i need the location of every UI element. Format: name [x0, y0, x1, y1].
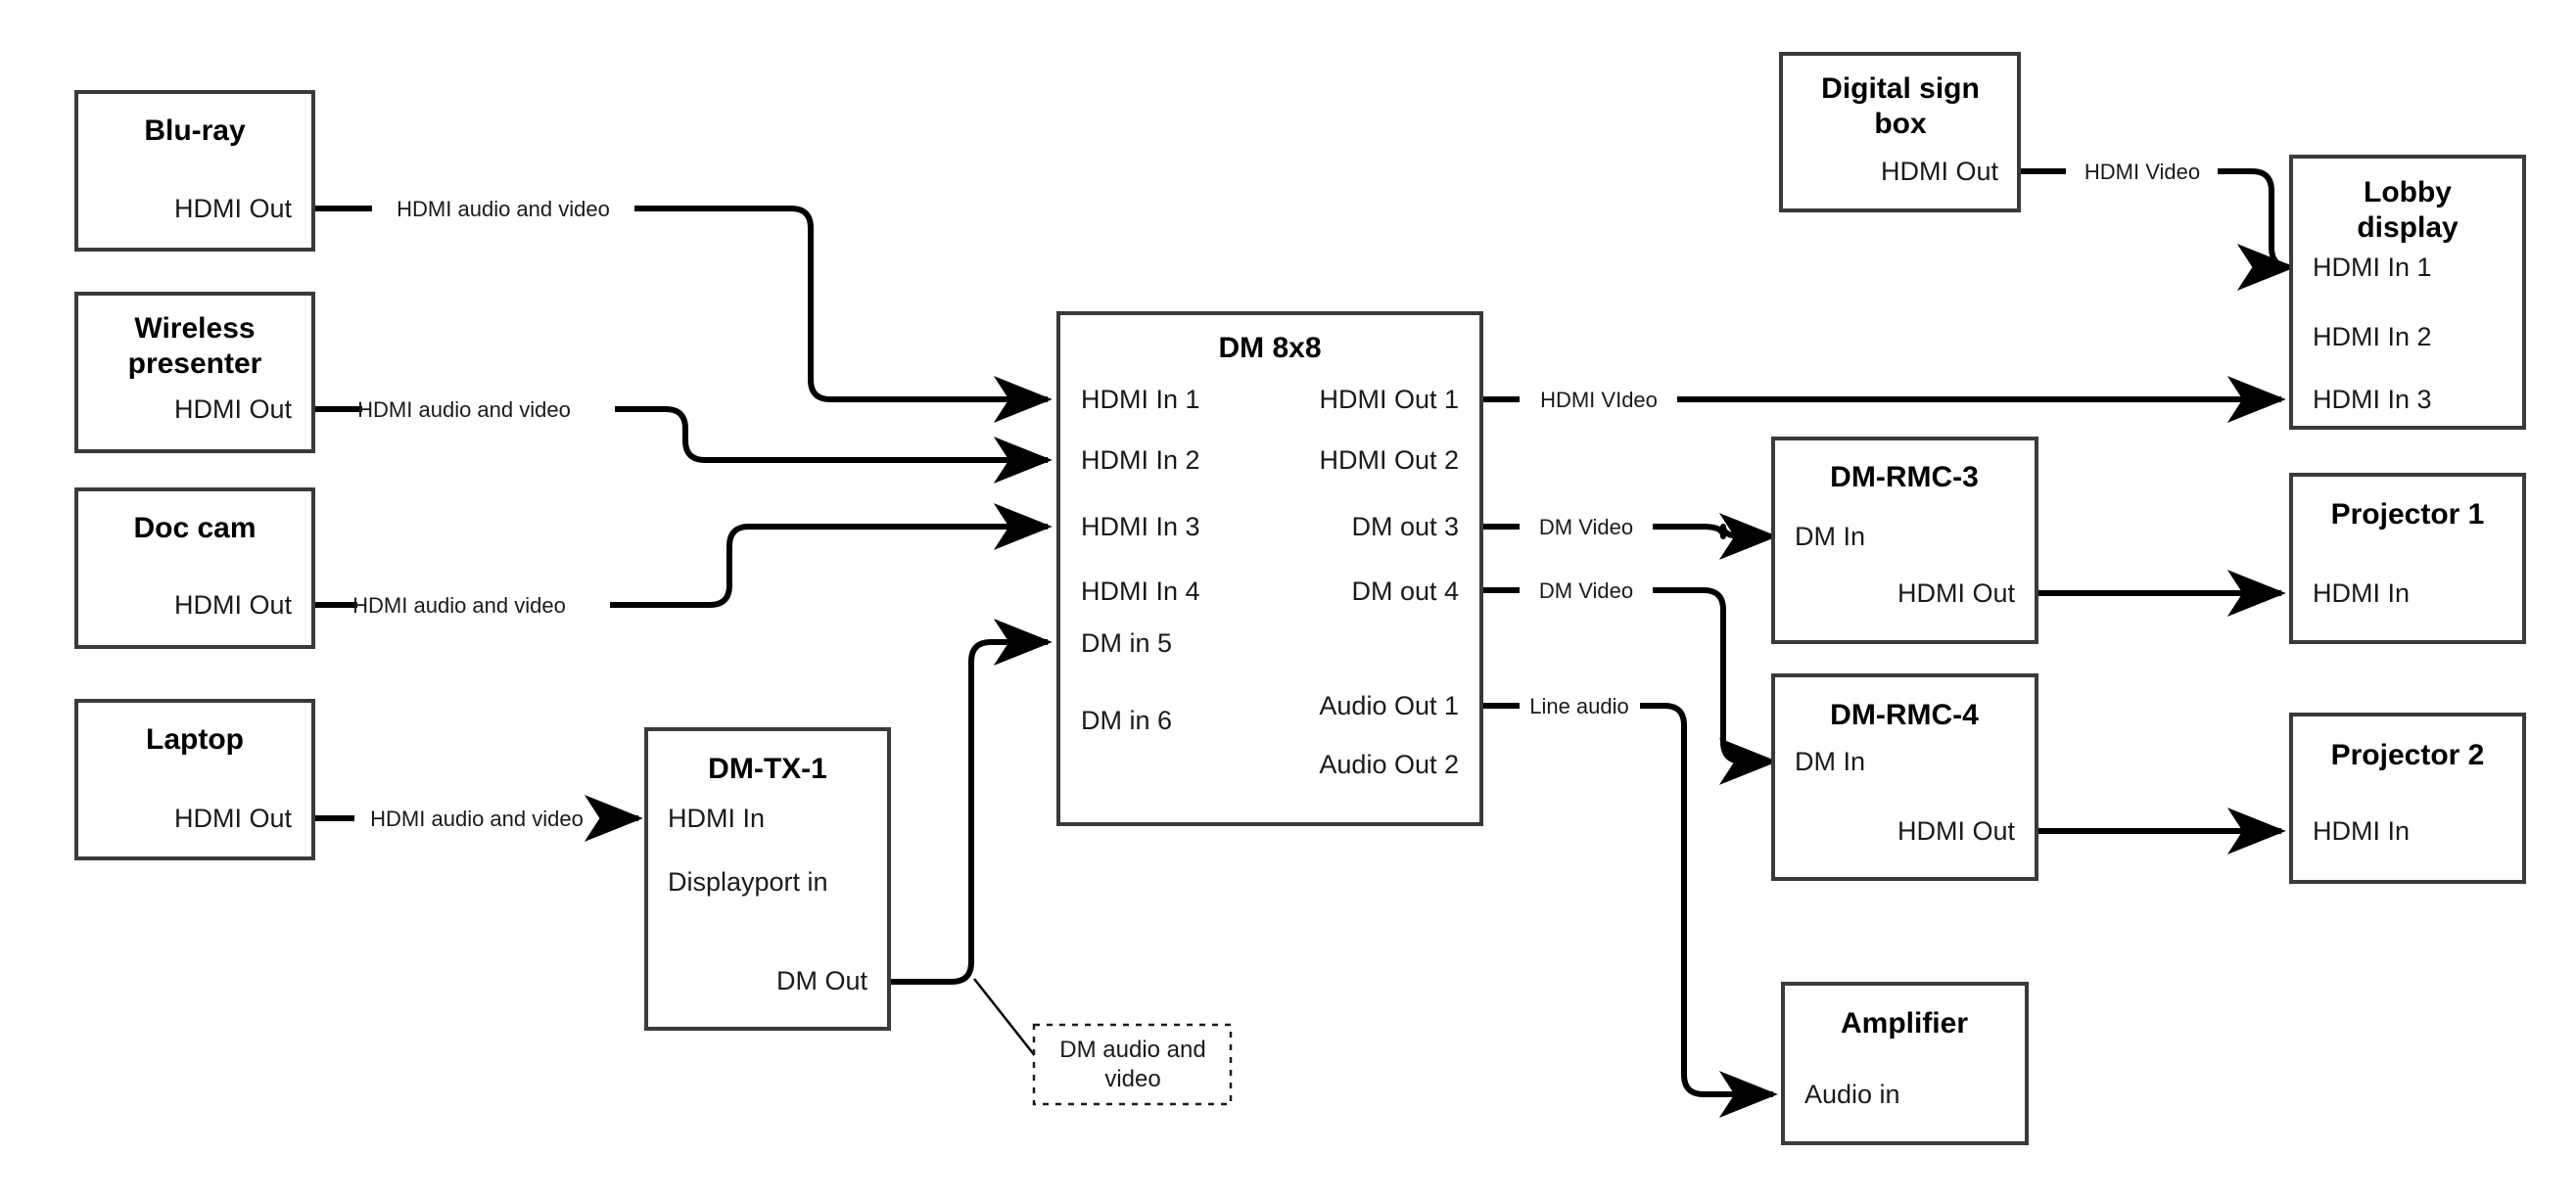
- wire-wireless-to-dm8x8: HDMI audio and video: [313, 397, 1053, 484]
- node-dm-rmc-4-port-hdmi-out: HDMI Out: [1897, 816, 2016, 846]
- node-doc-cam-port-hdmi-out: HDMI Out: [174, 590, 293, 620]
- node-dm-8x8-port-hdmi-in-2: HDMI In 2: [1081, 445, 1200, 475]
- node-dm-rmc-3-port-dm-in: DM In: [1795, 522, 1865, 551]
- node-laptop-title: Laptop: [146, 723, 244, 756]
- node-digital-sign-box-title-line2: box: [1874, 108, 1927, 140]
- wire-signbox-to-lobby: HDMI Video: [2019, 160, 2296, 291]
- node-doc-cam-title: Doc cam: [133, 512, 256, 544]
- node-lobby-display-title-line2: display: [2357, 211, 2459, 244]
- node-dm-8x8-port-hdmi-out-2: HDMI Out 2: [1319, 445, 1459, 475]
- node-dm-8x8-port-dm-out-4: DM out 4: [1351, 577, 1459, 606]
- wire-doccam-to-dm8x8: HDMI audio and video: [313, 503, 1053, 618]
- node-dm-tx-1-port-hdmi-in: HDMI In: [668, 804, 765, 833]
- node-projector-1[interactable]: Projector 1 HDMI In: [2289, 473, 2526, 644]
- wire-dm8x8-out1-to-lobby: HDMI VIdeo: [1481, 376, 2286, 423]
- edge-label-dm-out3: DM Video: [1539, 515, 1633, 539]
- node-wireless-presenter-title-line1: Wireless: [134, 312, 255, 345]
- node-bluray-port-hdmi-out: HDMI Out: [174, 194, 293, 223]
- node-dm-8x8-port-audio-out-1: Audio Out 1: [1319, 691, 1459, 720]
- wire-dmtx1-to-dm8x8: [889, 619, 1053, 1063]
- edge-label-wireless: HDMI audio and video: [357, 397, 571, 422]
- wire-dm8x8-audio-to-amplifier: Line audio: [1481, 694, 1778, 1118]
- node-digital-sign-box-title-line1: Digital sign: [1821, 72, 1980, 105]
- wire-dm8x8-out4-to-rmc4: DM Video: [1481, 578, 1778, 785]
- node-lobby-display[interactable]: Lobby display HDMI In 1 HDMI In 2 HDMI I…: [2289, 155, 2526, 430]
- node-bluray-title: Blu-ray: [144, 115, 246, 147]
- node-wireless-presenter[interactable]: Wireless presenter HDMI Out: [74, 292, 315, 453]
- node-dm-rmc-3-box[interactable]: [1771, 437, 2038, 644]
- edge-label-doccam: HDMI audio and video: [352, 593, 566, 618]
- callout-dm-audio-and-video-line2: video: [1104, 1066, 1160, 1092]
- edge-label-dm-out1: HDMI VIdeo: [1540, 388, 1658, 412]
- node-dm-8x8-port-audio-out-2: Audio Out 2: [1319, 750, 1459, 779]
- wire-bluray-to-dm8x8: HDMI audio and video: [313, 197, 1053, 423]
- edge-label-line-audio: Line audio: [1529, 694, 1629, 718]
- node-lobby-display-box[interactable]: [2289, 155, 2526, 430]
- node-dm-8x8-port-hdmi-in-1: HDMI In 1: [1081, 385, 1200, 414]
- node-dm-8x8-port-dm-in-6: DM in 6: [1081, 706, 1172, 735]
- edge-label-laptop: HDMI audio and video: [370, 807, 584, 831]
- node-projector-2-port-hdmi-in: HDMI In: [2313, 816, 2410, 846]
- node-wireless-presenter-port-hdmi-out: HDMI Out: [174, 394, 293, 424]
- node-laptop-port-hdmi-out: HDMI Out: [174, 804, 293, 833]
- node-amplifier-port-audio-in: Audio in: [1804, 1080, 1900, 1109]
- node-bluray[interactable]: Blu-ray HDMI Out: [74, 90, 315, 252]
- node-dm-8x8-port-hdmi-in-3: HDMI In 3: [1081, 512, 1200, 541]
- node-dm-8x8-port-dm-out-3: DM out 3: [1351, 512, 1459, 541]
- node-dm-rmc-3-port-hdmi-out: HDMI Out: [1897, 578, 2016, 608]
- node-projector-1-title: Projector 1: [2331, 498, 2485, 531]
- node-digital-sign-box-box[interactable]: [1779, 52, 2021, 212]
- node-digital-sign-box-port-hdmi-out: HDMI Out: [1881, 157, 1999, 186]
- node-dm-8x8-port-hdmi-out-1: HDMI Out 1: [1319, 385, 1459, 414]
- node-dm-rmc-4[interactable]: DM-RMC-4 DM In HDMI Out: [1771, 673, 2038, 881]
- node-amplifier-title: Amplifier: [1841, 1007, 1968, 1039]
- node-dm-rmc-3-title: DM-RMC-3: [1830, 461, 1979, 493]
- wire-laptop-to-dmtx1: HDMI audio and video: [313, 795, 643, 842]
- node-dm-8x8-port-dm-in-5: DM in 5: [1081, 628, 1172, 658]
- node-dm-8x8-title: DM 8x8: [1218, 332, 1321, 364]
- node-doc-cam[interactable]: Doc cam HDMI Out: [74, 487, 315, 649]
- node-digital-sign-box[interactable]: Digital sign box HDMI Out: [1779, 52, 2021, 212]
- node-dm-tx-1-title: DM-TX-1: [708, 753, 827, 785]
- node-laptop-box[interactable]: [74, 699, 315, 860]
- node-doc-cam-box[interactable]: [74, 487, 315, 649]
- node-wireless-presenter-box[interactable]: [74, 292, 315, 453]
- node-lobby-display-port-hdmi-in-2: HDMI In 2: [2313, 322, 2432, 351]
- node-dm-tx-1-port-dm-out: DM Out: [776, 966, 868, 995]
- callout-dm-audio-and-video-line1: DM audio and: [1059, 1037, 1205, 1063]
- node-laptop[interactable]: Laptop HDMI Out: [74, 699, 315, 860]
- callout-dm-audio-and-video: DM audio and video: [1032, 1023, 1233, 1106]
- node-projector-1-box[interactable]: [2289, 473, 2526, 644]
- node-dm-tx-1-box[interactable]: [644, 727, 891, 1031]
- node-dm-rmc-4-port-dm-in: DM In: [1795, 747, 1865, 776]
- node-dm-tx-1-port-displayport-in: Displayport in: [668, 867, 828, 897]
- node-projector-1-port-hdmi-in: HDMI In: [2313, 578, 2410, 608]
- node-lobby-display-port-hdmi-in-3: HDMI In 3: [2313, 385, 2432, 414]
- node-dm-8x8-port-hdmi-in-4: HDMI In 4: [1081, 577, 1200, 606]
- node-dm-rmc-4-box[interactable]: [1771, 673, 2038, 881]
- node-projector-2[interactable]: Projector 2 HDMI In: [2289, 713, 2526, 884]
- node-lobby-display-port-hdmi-in-1: HDMI In 1: [2313, 253, 2432, 282]
- node-amplifier[interactable]: Amplifier Audio in: [1781, 982, 2029, 1145]
- node-projector-2-box[interactable]: [2289, 713, 2526, 884]
- node-dm-rmc-4-title: DM-RMC-4: [1830, 699, 1979, 731]
- edge-label-signbox: HDMI Video: [2084, 160, 2200, 184]
- node-dm-tx-1[interactable]: DM-TX-1 HDMI In Displayport in DM Out: [644, 727, 891, 1031]
- node-wireless-presenter-title-line2: presenter: [128, 347, 262, 380]
- callout-dm-audio-and-video-box: [1032, 1023, 1233, 1106]
- node-projector-2-title: Projector 2: [2331, 739, 2485, 771]
- wire-dm8x8-out3-to-rmc3: DM Video: [1481, 513, 1778, 560]
- node-bluray-box[interactable]: [74, 90, 315, 252]
- node-amplifier-box[interactable]: [1781, 982, 2029, 1145]
- node-dm-8x8-box[interactable]: [1056, 311, 1483, 826]
- edge-label-bluray: HDMI audio and video: [397, 197, 610, 221]
- node-lobby-display-title-line1: Lobby: [2364, 176, 2452, 208]
- edge-label-dm-out4: DM Video: [1539, 578, 1633, 603]
- node-dm-8x8[interactable]: DM 8x8 HDMI In 1 HDMI In 2 HDMI In 3 HDM…: [1056, 311, 1483, 826]
- node-dm-rmc-3[interactable]: DM-RMC-3 DM In HDMI Out: [1771, 437, 2038, 644]
